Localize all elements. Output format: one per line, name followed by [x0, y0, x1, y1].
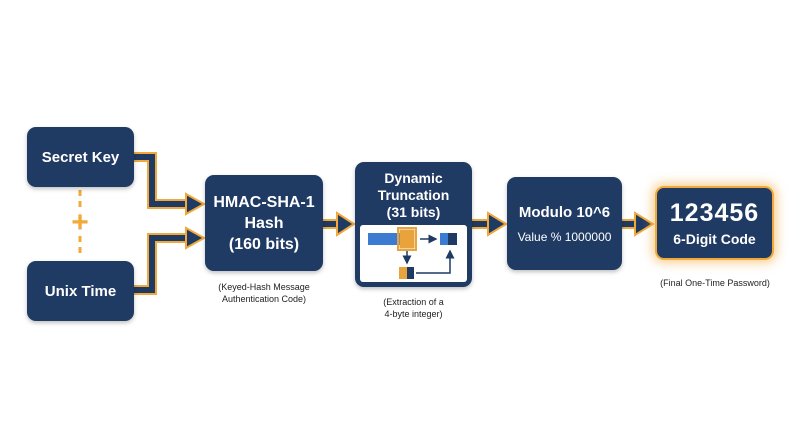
final-caption: (Final One-Time Password) [660, 278, 770, 288]
arrow-modulo-to-final [622, 211, 655, 237]
arrow-secret-to-hmac [134, 152, 207, 216]
modulo-title: Modulo 10^6 [518, 204, 611, 221]
bit-string-block [368, 233, 400, 245]
truncation-line-3: (31 bits) [386, 204, 441, 220]
hmac-node: HMAC-SHA-1 Hash (160 bits) [205, 175, 323, 271]
truncation-caption: (Extraction of a 4-byte integer) [383, 297, 444, 319]
final-code-node: 123456 6-Digit Code [655, 186, 774, 260]
plus-icon: + [71, 206, 89, 239]
unix-time-label: Unix Time [44, 282, 117, 300]
truncation-node: Dynamic Truncation (31 bits) [355, 162, 472, 287]
arrow-hmac-to-truncation [323, 211, 356, 237]
modulo-node: Modulo 10^6 Value % 1000000 [507, 177, 622, 270]
unix-time-node: Unix Time [27, 261, 134, 321]
secret-key-node: Secret Key [27, 127, 134, 187]
result-block-left [440, 233, 448, 245]
otp-code: 123456 [669, 199, 760, 227]
truncation-illustration [360, 225, 467, 282]
truncation-diagram-icon [368, 227, 457, 279]
hmac-line-3: (160 bits) [228, 235, 300, 253]
arrow-unix-to-hmac [134, 226, 207, 295]
truncation-line-1: Dynamic [384, 170, 443, 186]
selected-byte-block [399, 229, 415, 249]
arrow-truncation-to-modulo [472, 211, 508, 237]
hmac-line-2: Hash [244, 214, 284, 232]
secret-key-label: Secret Key [41, 148, 120, 166]
offset-block-right [407, 267, 414, 279]
hmac-caption: (Keyed-Hash Message Authentication Code) [218, 282, 310, 304]
otp-label: 6-Digit Code [673, 231, 756, 247]
hmac-line-1: HMAC-SHA-1 [213, 193, 315, 211]
offset-block-left [399, 267, 407, 279]
result-block-right [448, 233, 457, 245]
truncation-line-2: Truncation [377, 187, 450, 203]
modulo-subtitle: Value % 1000000 [517, 230, 612, 244]
